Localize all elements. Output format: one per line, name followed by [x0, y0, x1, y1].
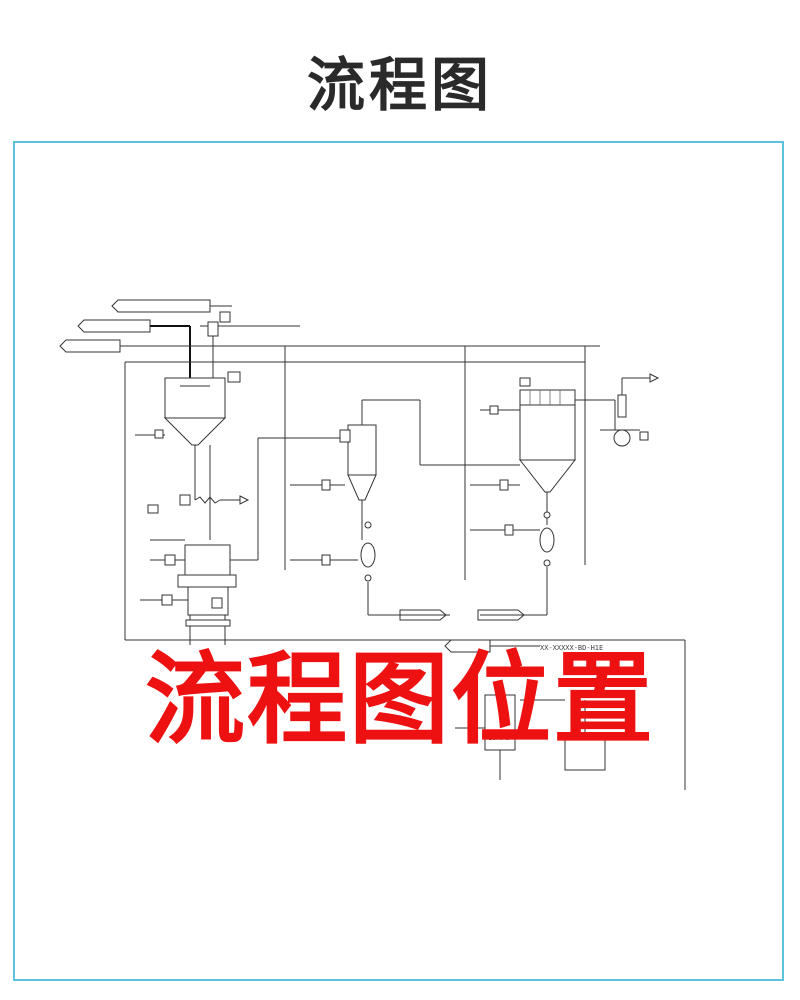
- placeholder-overlay-text: 流程图位置: [145, 641, 655, 758]
- feed-line: [147, 445, 250, 540]
- dryer-column: [140, 437, 352, 645]
- inlet-tags: [59, 299, 232, 378]
- exhaust-fan: [600, 373, 660, 447]
- page-title: 流程图: [306, 51, 493, 119]
- bag-filter: [470, 377, 615, 621]
- lower-section: XX-XXXXX-BD-H1E 10MPa: [444, 639, 606, 780]
- pressure-label: 10MPa: [488, 734, 509, 742]
- diagram-frame: [13, 141, 784, 981]
- cyclone-separator: [290, 399, 520, 621]
- header-lines: [120, 325, 686, 790]
- hopper-tank: [135, 311, 241, 500]
- line-code-label: XX-XXXXX-BD-H1E: [540, 644, 603, 652]
